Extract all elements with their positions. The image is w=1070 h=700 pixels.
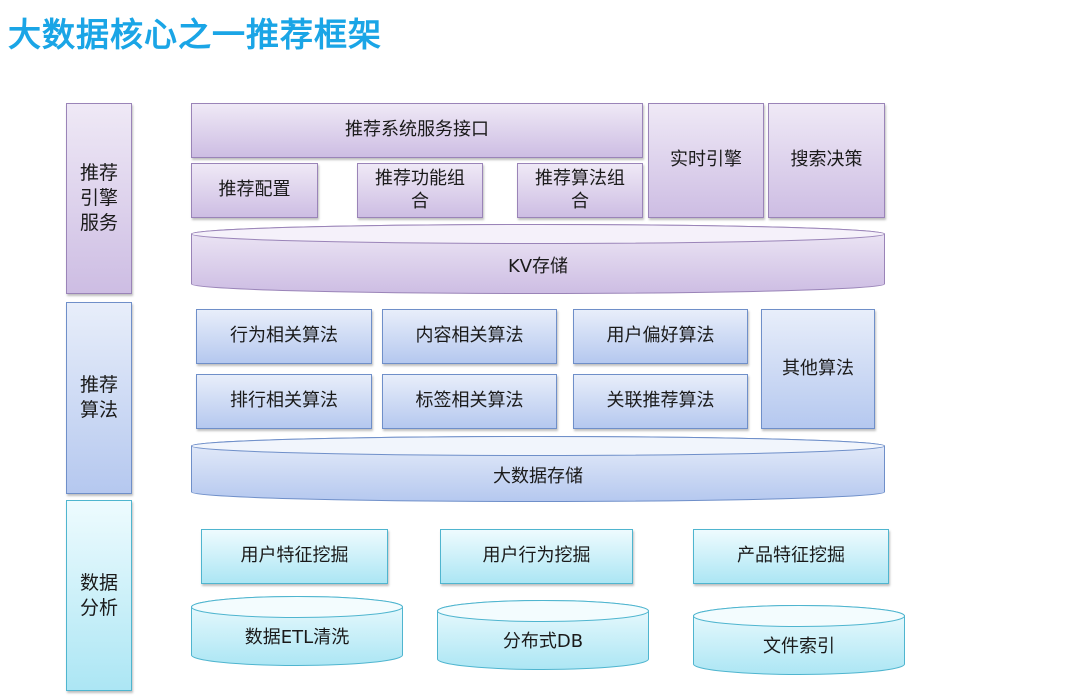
user-behavior-mining-box: 用户行为挖掘	[440, 529, 633, 584]
distributed-db-cylinder	[437, 600, 649, 670]
file-index-cylinder	[693, 605, 905, 675]
ranking-algorithm-box: 排行相关算法	[196, 374, 372, 429]
product-feature-mining-box: 产品特征挖掘	[693, 529, 889, 584]
other-algorithm-box: 其他算法	[761, 309, 875, 429]
box-label-line: 推荐功能组	[375, 168, 465, 189]
bigdata-storage-cylinder	[191, 436, 885, 502]
box-label-line: 推荐算法组	[535, 168, 625, 189]
layer-label-line: 算法	[79, 399, 118, 421]
layer-label-line: 服务	[79, 211, 118, 234]
content-algorithm-box: 内容相关算法	[382, 309, 557, 364]
realtime-engine-box: 实时引擎	[648, 103, 764, 218]
box-label-line: 合	[571, 190, 589, 212]
layer-label-line: 数据	[79, 571, 118, 594]
layer-label-line: 引擎	[79, 187, 118, 210]
preference-algorithm-box: 用户偏好算法	[573, 309, 748, 364]
layer-label-data-analysis: 数据 分析	[66, 500, 132, 691]
layer-label-line: 推荐	[79, 374, 118, 397]
etl-cylinder	[191, 596, 403, 666]
association-algorithm-box: 关联推荐算法	[573, 374, 748, 429]
page-title: 大数据核心之一推荐框架	[8, 15, 382, 54]
box-label-line: 合	[411, 190, 429, 212]
user-feature-mining-box: 用户特征挖掘	[201, 529, 388, 584]
algorithm-combo-box: 推荐算法组 合	[517, 163, 643, 218]
layer-label-line: 分析	[79, 596, 118, 619]
search-decision-box: 搜索决策	[768, 103, 885, 218]
feature-combo-box: 推荐功能组 合	[357, 163, 483, 218]
layer-label-recommend-algorithm: 推荐 算法	[66, 302, 132, 494]
recommend-config-box: 推荐配置	[191, 163, 318, 218]
behavior-algorithm-box: 行为相关算法	[196, 309, 372, 364]
layer-label-line: 推荐	[79, 162, 118, 185]
kv-storage-cylinder	[191, 224, 885, 294]
tag-algorithm-box: 标签相关算法	[382, 374, 557, 429]
layer-label-engine-service: 推荐 引擎 服务	[66, 103, 132, 294]
service-interface-box: 推荐系统服务接口	[191, 103, 643, 158]
